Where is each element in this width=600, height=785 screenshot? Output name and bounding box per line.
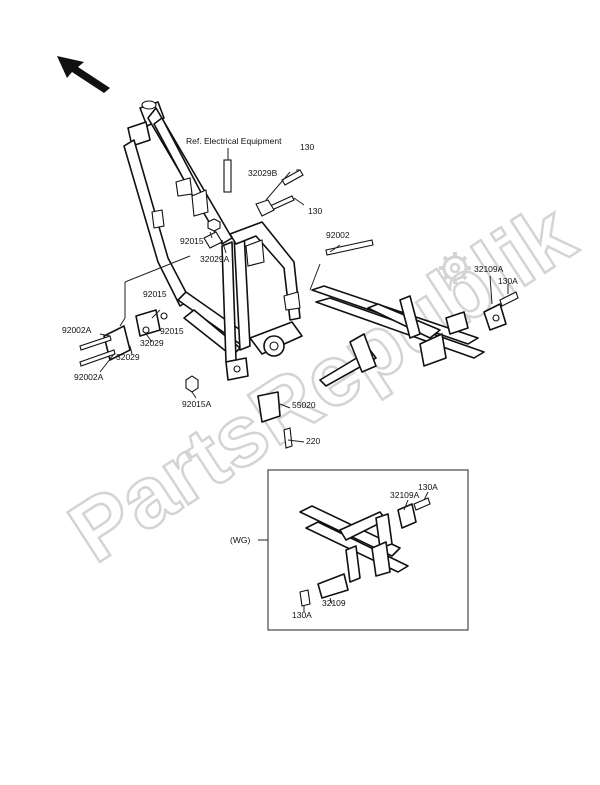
- label-92002: 92002: [326, 230, 350, 240]
- label-92015-b: 92015: [143, 289, 167, 299]
- label-55020: 55020: [292, 400, 316, 410]
- direction-arrow-icon: [57, 56, 110, 93]
- label-92002a-b: 92002A: [74, 372, 104, 382]
- small-parts: [79, 159, 374, 449]
- label-wg-32109: 32109: [322, 598, 346, 608]
- label-wg: (WG): [230, 535, 250, 545]
- label-92015-a: 92015: [180, 236, 204, 246]
- label-ref-electrical: Ref. Electrical Equipment: [186, 136, 282, 146]
- label-wg-130a-top: 130A: [418, 482, 438, 492]
- label-32029b: 32029B: [248, 168, 278, 178]
- label-32029-a: 32029: [140, 338, 164, 348]
- label-wg-32109a: 32109A: [390, 490, 420, 500]
- sub-frame: [311, 285, 519, 387]
- label-32029-b: 32029: [116, 352, 140, 362]
- leader-lines: [99, 148, 509, 612]
- gear-icon: [439, 252, 471, 284]
- label-220: 220: [306, 436, 320, 446]
- label-32029a: 32029A: [200, 254, 230, 264]
- label-92002a-a: 92002A: [62, 325, 92, 335]
- label-130a: 130A: [498, 276, 518, 286]
- label-130-top: 130: [300, 142, 314, 152]
- main-frame: [123, 100, 303, 381]
- label-92015a: 92015A: [182, 399, 212, 409]
- label-32109a: 32109A: [474, 264, 504, 274]
- wg-inset: [267, 469, 469, 631]
- part-labels: Ref. Electrical Equipment 130 32029B 130…: [62, 136, 518, 620]
- label-130-mid: 130: [308, 206, 322, 216]
- label-92015-c: 92015: [160, 326, 184, 336]
- label-wg-130a-bot: 130A: [292, 610, 312, 620]
